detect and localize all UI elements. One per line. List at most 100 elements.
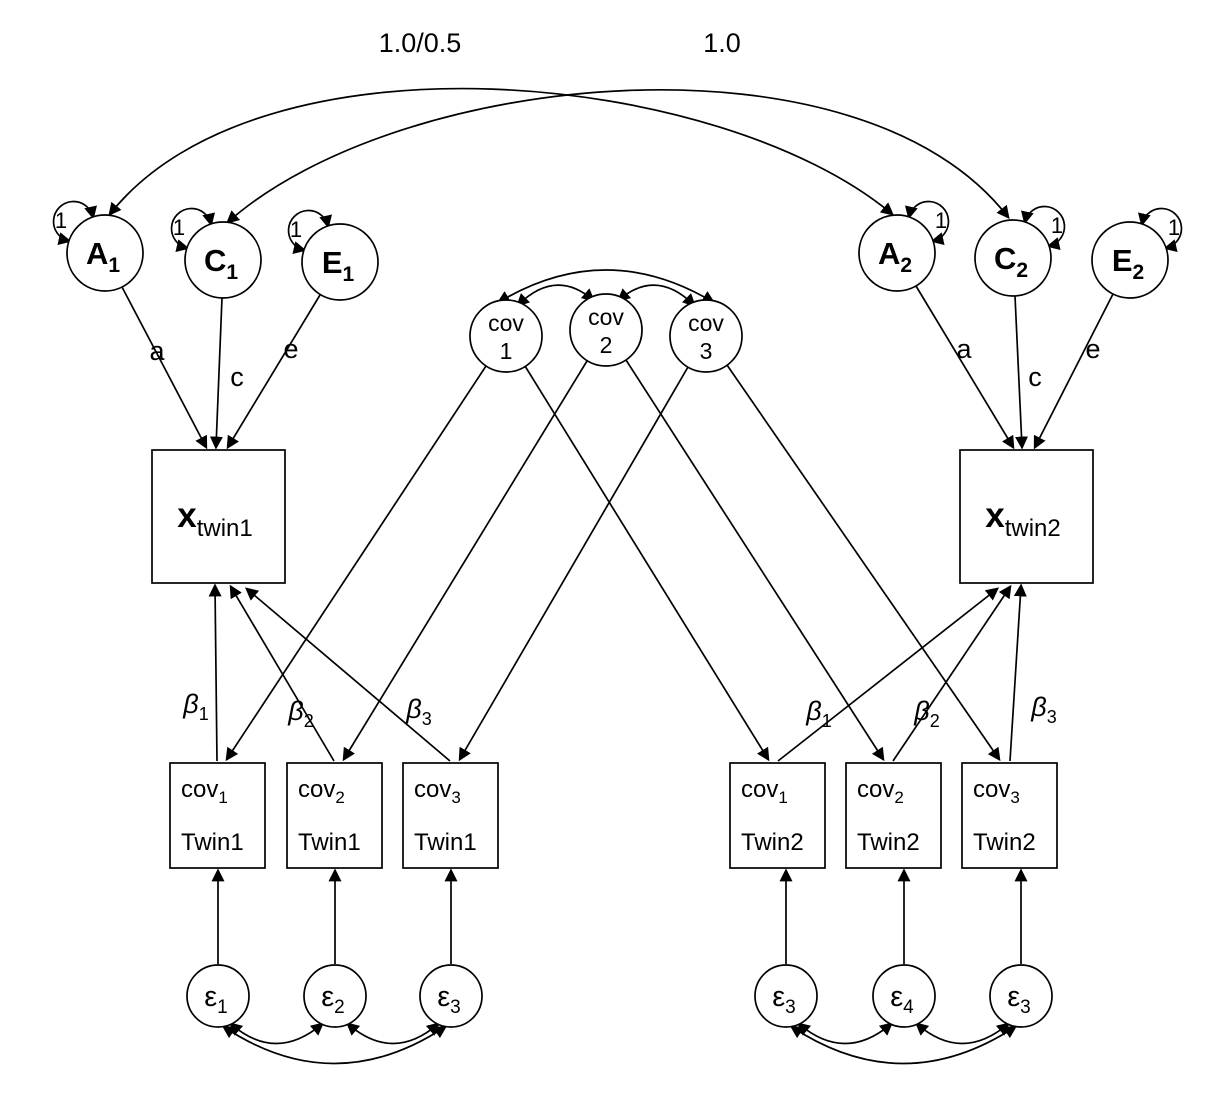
beta3-twin1-sub: 3 — [422, 709, 432, 729]
path-beta1-twin2 — [777, 587, 1000, 762]
cov-factor-3-label-line2: 3 — [700, 338, 713, 364]
variance-loop-E1 — [287, 209, 332, 254]
cov1-twin2-box — [729, 762, 826, 869]
latent-C2-main: C — [994, 241, 1016, 276]
corr-path-cov2-cov3 — [617, 284, 696, 307]
beta1-twin2-label: β1 — [805, 696, 831, 731]
residual-3-twin1-sub: 3 — [450, 997, 461, 1018]
corr-path-eps1-eps3-twin1 — [221, 1025, 448, 1065]
latent-C2-sub: 2 — [1016, 259, 1028, 282]
latent-A1-main: A — [86, 236, 108, 271]
cov3-twin2-label-line1: cov3 — [973, 776, 1020, 807]
latent-E2-label: E2 — [1112, 243, 1144, 284]
cov-factor-2-circle — [569, 293, 643, 367]
phenotype-twin1-main: x — [177, 496, 197, 535]
latent-C2-label: C2 — [994, 241, 1028, 282]
phenotype-twin1-box — [151, 449, 286, 584]
beta1-twin1-label: β1 — [182, 689, 208, 724]
beta2-twin2-main: β — [913, 696, 929, 726]
beta3-twin2-label: β3 — [1030, 692, 1056, 727]
beta1-twin1-main: β — [182, 689, 198, 719]
cov3-twin2-main: cov — [973, 776, 1010, 803]
cov1-twin2-sub: 1 — [778, 788, 787, 807]
corr-path-eps2-eps3-twin1 — [346, 1022, 440, 1045]
phenotype-twin2-box — [959, 449, 1094, 584]
path-cov1-to-cov1twin2 — [524, 365, 770, 762]
latent-E1-main: E — [322, 245, 343, 280]
beta2-twin1-sub: 2 — [304, 711, 314, 731]
residual-2-twin2-label: ε4 — [890, 981, 914, 1018]
path-cov3-to-cov3twin2 — [726, 364, 1001, 762]
beta1-twin2-main: β — [805, 696, 821, 726]
residual-1-twin2-sub: 3 — [785, 997, 796, 1018]
loading-e-twin1-label: e — [283, 334, 298, 364]
latent-E2-main: E — [1112, 243, 1133, 278]
latent-A2-circle — [858, 214, 936, 292]
phenotype-twin2-sub: twin2 — [1005, 515, 1061, 542]
corr-path-A1-A2 — [108, 87, 894, 217]
residual-2-twin1-label: ε2 — [321, 981, 345, 1018]
corr-label-rC: 1.0 — [703, 28, 741, 58]
beta2-twin1-main: β — [287, 696, 303, 726]
path-A1-to-x1 — [121, 286, 208, 450]
latent-A2-main: A — [878, 236, 900, 271]
residual-3-twin2-circle — [989, 964, 1053, 1028]
residual-1-twin1-main: ε — [204, 981, 217, 1013]
beta3-twin2-sub: 3 — [1047, 707, 1057, 727]
path-C2-to-x2 — [1014, 295, 1029, 450]
residual-3-twin1-circle — [419, 964, 483, 1028]
variance-loop-C1 — [170, 207, 215, 252]
cov2-twin2-box — [845, 762, 942, 869]
cov3-twin2-label-line2: Twin2 — [973, 829, 1036, 856]
residual-2-twin1-main: ε — [321, 981, 334, 1013]
path-cov3-to-cov3twin1 — [458, 366, 689, 762]
path-A2-to-x2 — [915, 285, 1015, 450]
cov3-twin1-main: cov — [414, 776, 451, 803]
cov-factor-3-label-line1: cov — [688, 310, 724, 336]
path-beta3-twin2 — [1009, 583, 1027, 762]
cov1-twin2-label-line1: cov1 — [741, 776, 788, 807]
variance-label-A1: 1 — [55, 208, 67, 233]
cov1-twin1-sub: 1 — [218, 788, 227, 807]
path-cov1-to-cov1twin1 — [225, 365, 487, 762]
path-cov2-to-cov2twin2 — [625, 359, 885, 762]
residual-3-twin1-label: ε3 — [437, 981, 461, 1018]
cov3-twin1-label-line1: cov3 — [414, 776, 461, 807]
path-E1-to-x1 — [226, 294, 321, 450]
cov-factor-1-circle — [469, 299, 543, 373]
latent-A2-label: A2 — [878, 236, 912, 277]
cov2-twin1-label-line1: cov2 — [298, 776, 345, 807]
phenotype-twin2-main: x — [985, 496, 1005, 535]
latent-E1-circle — [301, 223, 379, 301]
cov1-twin1-label-line2: Twin1 — [181, 829, 244, 856]
cov2-twin1-main: cov — [298, 776, 335, 803]
cov2-twin1-sub: 2 — [335, 788, 344, 807]
cov3-twin2-sub: 3 — [1010, 788, 1019, 807]
phenotype-twin1-label: xtwin1 — [177, 496, 253, 542]
residual-2-twin2-circle — [872, 964, 936, 1028]
cov1-twin2-label-line2: Twin2 — [741, 829, 804, 856]
residual-2-twin1-circle — [303, 964, 367, 1028]
corr-label-rA: 1.0/0.5 — [379, 28, 462, 58]
path-C1-to-x1 — [209, 297, 223, 450]
corr-path-eps2-eps3-twin2 — [915, 1022, 1010, 1045]
cov3-twin1-box — [402, 762, 499, 869]
residual-3-twin2-main: ε — [1007, 981, 1020, 1013]
beta2-twin2-sub: 2 — [930, 711, 940, 731]
cov1-twin1-main: cov — [181, 776, 218, 803]
variance-label-C2: 1 — [1051, 213, 1063, 238]
cov2-twin1-box — [286, 762, 383, 869]
latent-E2-sub: 2 — [1133, 261, 1145, 284]
beta2-twin1-label: β2 — [287, 696, 313, 731]
residual-3-twin1-main: ε — [437, 981, 450, 1013]
loading-c-twin2-label: c — [1028, 362, 1042, 392]
phenotype-twin2-label: xtwin2 — [985, 496, 1061, 542]
latent-A1-circle — [66, 214, 144, 292]
cov3-twin1-label-line2: Twin1 — [414, 829, 477, 856]
residual-1-twin1-sub: 1 — [217, 997, 228, 1018]
residual-1-twin2-circle — [754, 964, 818, 1028]
variance-label-A2: 1 — [935, 208, 947, 233]
cov-factor-3-circle — [669, 299, 743, 373]
variance-label-E1: 1 — [290, 217, 302, 242]
